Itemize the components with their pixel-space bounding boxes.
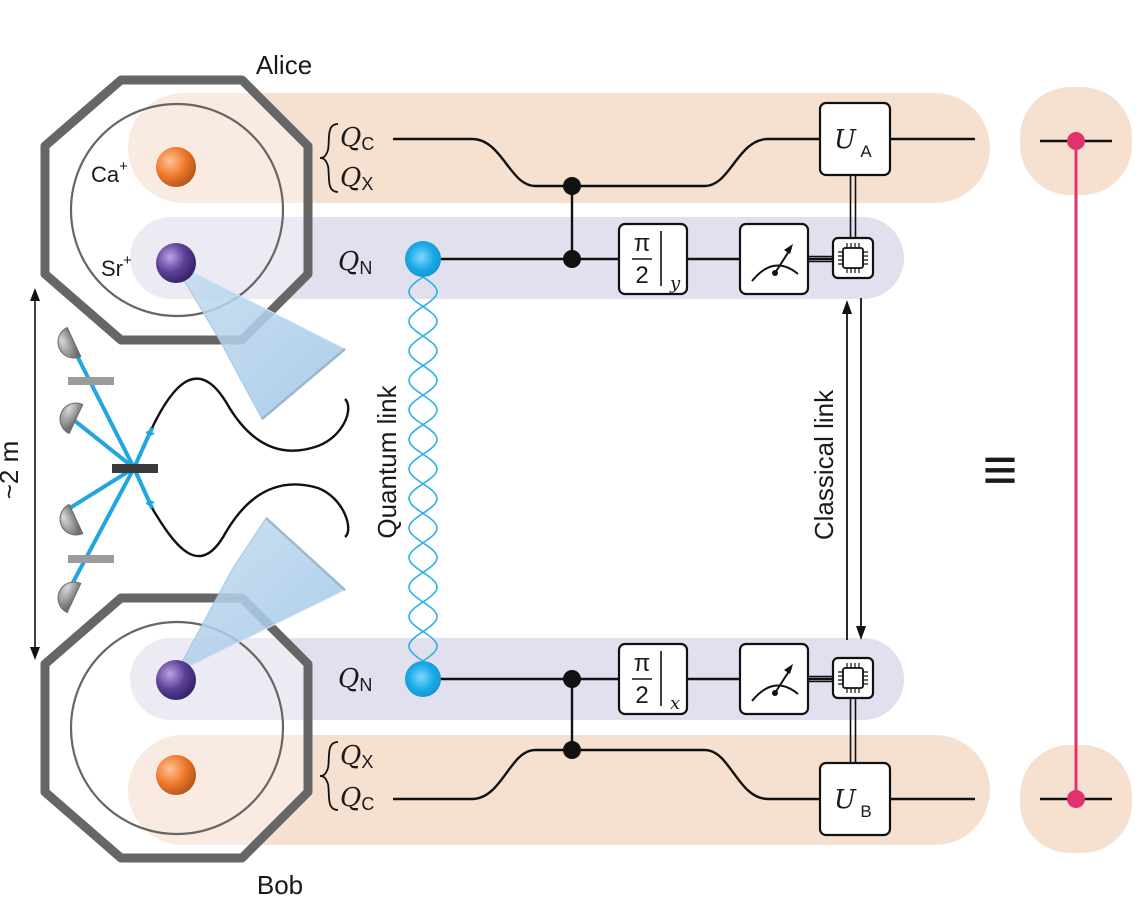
sr-ion-label: Sr+	[101, 252, 132, 281]
equivalent-gate	[1040, 132, 1112, 808]
bob-label: Bob	[257, 870, 303, 900]
bob-trap	[40, 593, 313, 863]
bob-cx-band	[128, 735, 990, 845]
distance-indicator: ~2 m	[0, 288, 40, 660]
svg-text:U: U	[834, 125, 857, 155]
bob-ca-ion-icon	[156, 755, 196, 795]
bob-processor	[831, 656, 875, 700]
bob-fibre	[150, 483, 350, 558]
ca-ion-label: Ca+	[91, 158, 128, 187]
cz-bottom-dot	[1067, 790, 1085, 808]
alice-cx-band	[128, 93, 990, 203]
alice-photon	[405, 241, 441, 277]
alice-fibre	[150, 377, 350, 452]
bob-light-cone	[174, 517, 346, 675]
cz-top-dot	[1067, 132, 1085, 150]
alice-qc-wire	[393, 137, 975, 188]
svg-text:y: y	[669, 273, 681, 294]
octagon-trap-icon	[40, 593, 313, 863]
brace-icon	[319, 741, 339, 811]
alice-qx-label: QX	[340, 163, 373, 194]
measurement-meter-icon	[751, 264, 799, 282]
equivalence-symbol: ≡	[982, 436, 1017, 503]
distance-label: ~2 m	[0, 441, 24, 500]
control-dot	[563, 177, 581, 195]
alice-sr-ion-icon	[156, 243, 196, 283]
alice-light-cone	[171, 260, 346, 420]
beam-splitter-icon	[112, 464, 158, 473]
trap-ring	[69, 102, 285, 318]
alice-measurement	[738, 222, 810, 296]
bob-unitary-gate: U B	[818, 761, 892, 837]
circuit-wires	[393, 137, 975, 801]
alice-qn-label: QN	[338, 247, 372, 278]
svg-text:2: 2	[635, 682, 648, 709]
quantum-link-label: Quantum link	[372, 384, 402, 538]
classical-link-label: Classical link	[809, 389, 839, 540]
control-dot	[563, 670, 581, 688]
bob-photon	[405, 661, 441, 697]
classical-link: Classical link	[809, 298, 866, 640]
measurement-meter-icon	[751, 684, 799, 702]
alice-rotation-gate: π 2 y	[617, 222, 689, 296]
alice-unitary-gate: U A	[818, 101, 892, 177]
bell-state-analyser	[57, 326, 158, 614]
svg-text:π: π	[634, 650, 651, 677]
alice-ca-ion-icon	[156, 147, 196, 187]
detector-icon	[57, 326, 84, 614]
brace-icon	[319, 123, 339, 193]
alice-qc-label: QC	[340, 123, 374, 154]
qubit-bands	[128, 87, 1132, 853]
bob-sr-ion-icon	[156, 660, 196, 700]
control-dot	[563, 741, 581, 759]
waveplate-top	[68, 377, 114, 385]
processor-chip-icon	[842, 667, 864, 689]
bob-measurement	[738, 642, 810, 716]
svg-text:2: 2	[635, 262, 648, 289]
svg-text:π: π	[634, 230, 651, 257]
processor-chip-icon	[842, 247, 864, 269]
alice-qubit-labels: QC QX QN	[319, 123, 374, 278]
entangled-photon-link-icon: Quantum link	[372, 241, 441, 697]
bob-qubit-labels: QN QX QC	[319, 664, 374, 814]
bob-qx-label: QX	[340, 741, 373, 772]
bob-qc-wire	[393, 748, 975, 801]
alice-trap	[40, 75, 313, 345]
octagon-trap-icon	[40, 75, 313, 345]
svg-text:x: x	[670, 693, 680, 714]
trap-ring	[69, 620, 285, 836]
svg-text:A: A	[860, 142, 872, 161]
alice-processor	[831, 236, 875, 280]
waveplate-bottom	[68, 555, 114, 563]
bob-qn-label: QN	[338, 664, 372, 695]
svg-text:B: B	[860, 802, 871, 821]
bob-qc-label: QC	[340, 783, 374, 814]
control-dot	[563, 250, 581, 268]
svg-text:U: U	[834, 785, 857, 815]
bob-rotation-gate: π 2 x	[617, 642, 689, 716]
ions: Ca+ Sr+	[91, 147, 196, 795]
alice-label: Alice	[256, 50, 312, 80]
